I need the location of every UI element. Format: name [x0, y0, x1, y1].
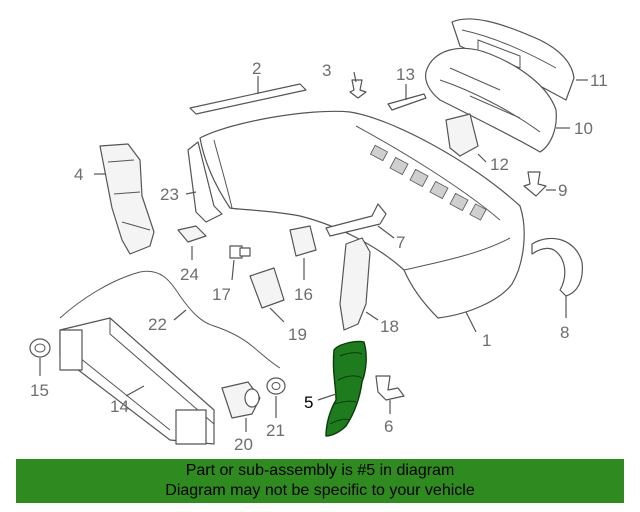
callout-7: 7 — [396, 233, 405, 252]
callout-12: 12 — [490, 155, 509, 174]
part-12-bracket[interactable] — [445, 113, 479, 157]
part-2-strip[interactable] — [189, 83, 307, 115]
callout-6: 6 — [384, 417, 393, 436]
info-banner: Part or sub-assembly is #5 in diagram Di… — [16, 459, 624, 503]
part-1-bumper-cover[interactable] — [199, 110, 525, 319]
callout-5: 5 — [304, 393, 313, 412]
callout-21: 21 — [266, 421, 285, 440]
part-7-bracket[interactable] — [325, 203, 387, 237]
part-16-block[interactable] — [289, 225, 317, 257]
banner-line-1: Part or sub-assembly is #5 in diagram — [185, 462, 455, 479]
callout-19: 19 — [288, 325, 307, 344]
part-3-pin[interactable] — [349, 79, 367, 99]
part-19-module[interactable] — [249, 267, 285, 309]
part-15-grommet[interactable] — [29, 338, 51, 358]
callout-8: 8 — [560, 323, 569, 342]
callout-14: 14 — [110, 397, 129, 416]
callout-16: 16 — [294, 285, 313, 304]
part-9-clip[interactable] — [523, 171, 547, 197]
callout-20: 20 — [234, 435, 253, 454]
callout-15: 15 — [30, 381, 49, 400]
part-20-sensor[interactable] — [221, 381, 261, 419]
part-23-side-strip[interactable] — [187, 141, 223, 223]
callout-18: 18 — [380, 317, 399, 336]
callout-3: 3 — [322, 61, 331, 80]
part-18-guide[interactable] — [339, 237, 371, 331]
part-6-clip[interactable] — [375, 375, 405, 401]
callout-24: 24 — [180, 265, 199, 284]
part-10-absorber[interactable] — [425, 47, 557, 153]
callout-2: 2 — [252, 59, 261, 78]
callout-10: 10 — [574, 119, 593, 138]
callout-13: 13 — [396, 65, 415, 84]
banner-line-2: Diagram may not be specific to your vehi… — [165, 482, 475, 499]
callout-22: 22 — [148, 315, 167, 334]
callout-1: 1 — [482, 331, 491, 350]
part-5-highlighted-bracket[interactable] — [325, 340, 367, 437]
callout-17: 17 — [212, 285, 231, 304]
part-4-side-bracket[interactable] — [99, 143, 155, 255]
callout-4: 4 — [74, 165, 83, 184]
part-8-liner[interactable] — [531, 237, 583, 297]
callout-11: 11 — [590, 71, 608, 90]
callout-9: 9 — [558, 181, 567, 200]
part-14-impact-bar[interactable] — [59, 317, 215, 445]
callout-23: 23 — [160, 185, 179, 204]
leader-lines — [39, 71, 588, 432]
part-22-harness[interactable] — [59, 270, 281, 369]
part-17-clip[interactable] — [229, 245, 251, 259]
part-13-bracket[interactable] — [387, 93, 427, 111]
part-24-bracket[interactable] — [177, 225, 207, 243]
part-21-ring[interactable] — [266, 377, 286, 395]
callout-labels: 1 2 3 4 5 6 7 8 9 10 11 12 13 14 15 16 1… — [30, 59, 608, 454]
